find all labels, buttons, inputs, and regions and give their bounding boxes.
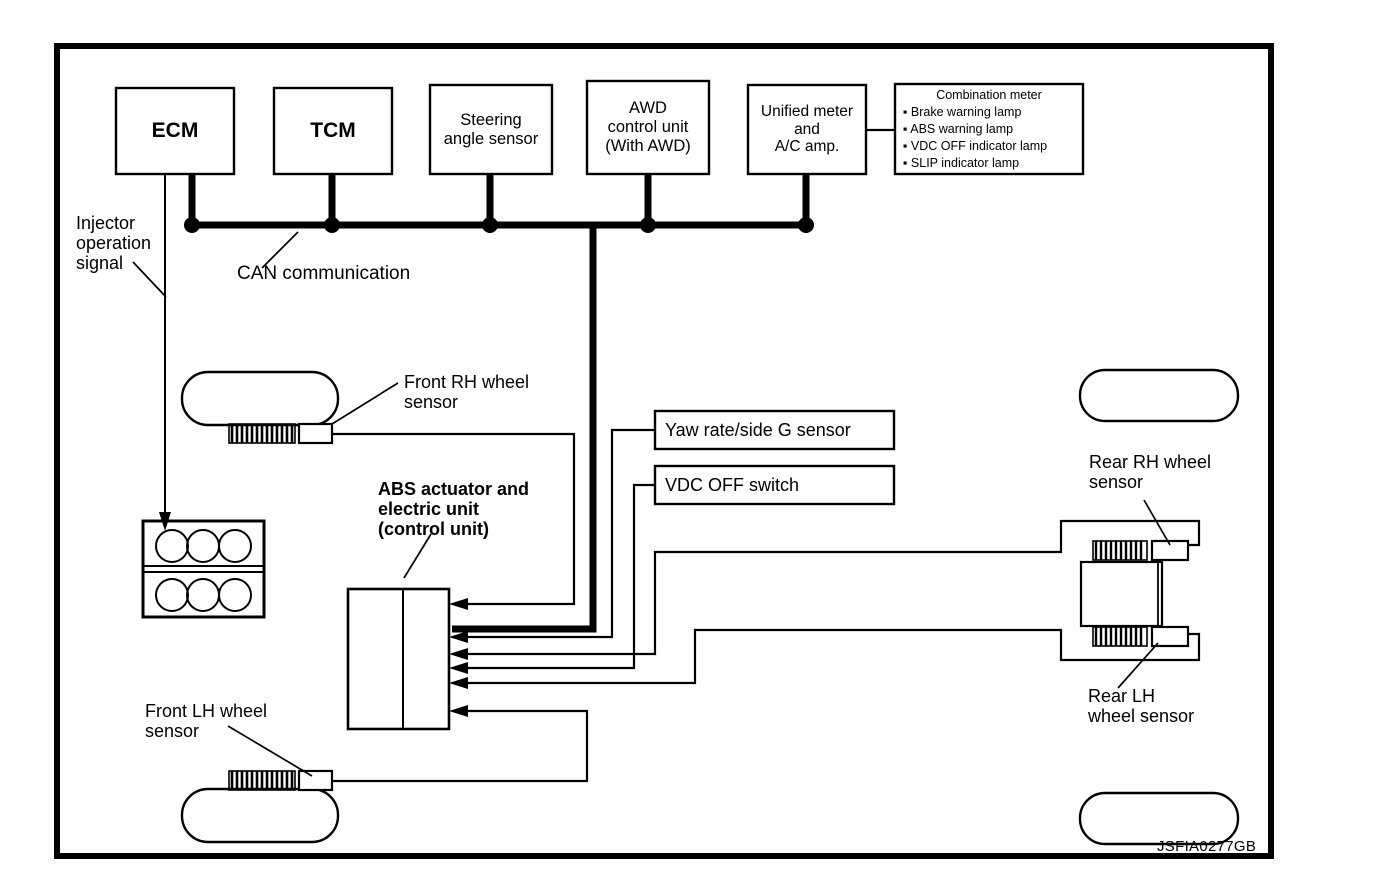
can-branch-to-abs — [452, 225, 597, 633]
rear-lh-arrowhead — [449, 677, 468, 689]
abs-actuator-box — [346, 587, 451, 731]
can-node-tcm — [324, 217, 340, 233]
label-vdc-off-switch: VDC OFF switch — [665, 474, 800, 495]
module-label-awd-control-unit: AWD control unit (With AWD) — [605, 99, 691, 155]
module-label-ecm: ECM — [151, 118, 199, 142]
bullet-icon: ▪ — [903, 105, 908, 119]
front-lh-sensor-teeth — [230, 771, 294, 790]
can-node-meter — [798, 217, 814, 233]
injector-port — [218, 529, 252, 563]
can-communication-label: CAN communication — [237, 263, 411, 284]
label-rear-lh-wheel-sensor: Rear LH wheel sensor — [1088, 686, 1195, 727]
front-rh-sensor-leader — [331, 382, 399, 425]
rear-rh-sensor-teeth — [1094, 541, 1143, 560]
bullet-icon: ▪ — [903, 122, 908, 136]
module-label-steering-angle-sensor: Steering angle sensor — [443, 110, 539, 148]
combination-meter-content: Combination meter ▪ Brake warning lamp ▪… — [895, 84, 1083, 174]
front-lh-sensor-harness — [332, 709, 589, 783]
front-rh-sensor-teeth — [230, 424, 294, 443]
label-rear-rh-wheel-sensor: Rear RH wheel sensor — [1089, 452, 1212, 493]
rear-rh-arrowhead — [449, 648, 468, 660]
vdc-off-switch-harness — [460, 483, 655, 670]
rear-rh-sensor-leader — [1143, 499, 1171, 546]
module-label-unified-meter: Unified meter and A/C amp. — [760, 102, 854, 156]
injector-port — [186, 578, 220, 612]
rear-lh-sensor-leader — [1117, 642, 1159, 689]
module-box-ecm — [114, 86, 236, 176]
front-rh-sensor-body — [297, 422, 334, 445]
injector-label-leader — [132, 261, 167, 298]
vdc-off-arrowhead — [449, 662, 468, 674]
rear-lh-sensor-teeth — [1094, 627, 1143, 646]
front-rh-arrowhead — [449, 598, 468, 610]
combination-meter-item: ▪ SLIP indicator lamp — [903, 156, 1020, 170]
can-node-awd — [640, 217, 656, 233]
injector-port — [155, 529, 189, 563]
front-lh-sensor-leader — [227, 725, 313, 777]
bullet-icon: ▪ — [903, 139, 908, 153]
can-node-steering — [482, 217, 498, 233]
rear-rh-sensor-body — [1150, 539, 1190, 562]
rear-lh-sensor-body — [1150, 625, 1190, 648]
front-lh-sensor-body — [297, 769, 334, 792]
injector-port — [155, 578, 189, 612]
label-front-rh-wheel-sensor: Front RH wheel sensor — [404, 372, 530, 413]
injector-port — [186, 529, 220, 563]
front-lh-arrowhead — [449, 705, 468, 717]
combination-meter-item: ▪ ABS warning lamp — [903, 122, 1014, 136]
rear-lh-sensor-harness — [460, 628, 1201, 685]
combination-meter-title: Combination meter — [936, 88, 1042, 102]
injector-operation-signal-label: Injector operation signal — [76, 213, 152, 274]
rear-rh-sensor-harness — [460, 519, 1201, 656]
label-abs-actuator: ABS actuator and electric unit (control … — [378, 479, 530, 540]
label-yaw-rate-side-g-sensor: Yaw rate/side G sensor — [665, 419, 851, 440]
yaw-rate-arrowhead — [449, 631, 468, 643]
injector-connector-block — [141, 519, 266, 619]
tire-rear-lh — [1078, 791, 1240, 846]
bullet-icon: ▪ — [903, 156, 908, 170]
figure-code: JSFIA0277GB — [1157, 838, 1257, 855]
can-node-ecm — [184, 217, 200, 233]
can-label-leader — [261, 231, 299, 269]
tire-front-rh — [180, 370, 340, 427]
front-rh-sensor-harness — [332, 432, 576, 606]
diagram-frame — [54, 43, 1274, 859]
yaw-rate-harness — [460, 428, 655, 639]
module-label-tcm: TCM — [310, 118, 356, 142]
label-front-lh-wheel-sensor: Front LH wheel sensor — [145, 701, 268, 742]
combination-meter-item: ▪ Brake warning lamp — [903, 105, 1022, 119]
tire-rear-rh — [1078, 368, 1240, 423]
tire-front-lh — [180, 787, 340, 844]
injector-port — [218, 578, 252, 612]
combination-meter-item: ▪ VDC OFF indicator lamp — [903, 139, 1048, 153]
abs-actuator-leader — [403, 533, 432, 579]
rear-axle-housing — [1079, 560, 1164, 628]
